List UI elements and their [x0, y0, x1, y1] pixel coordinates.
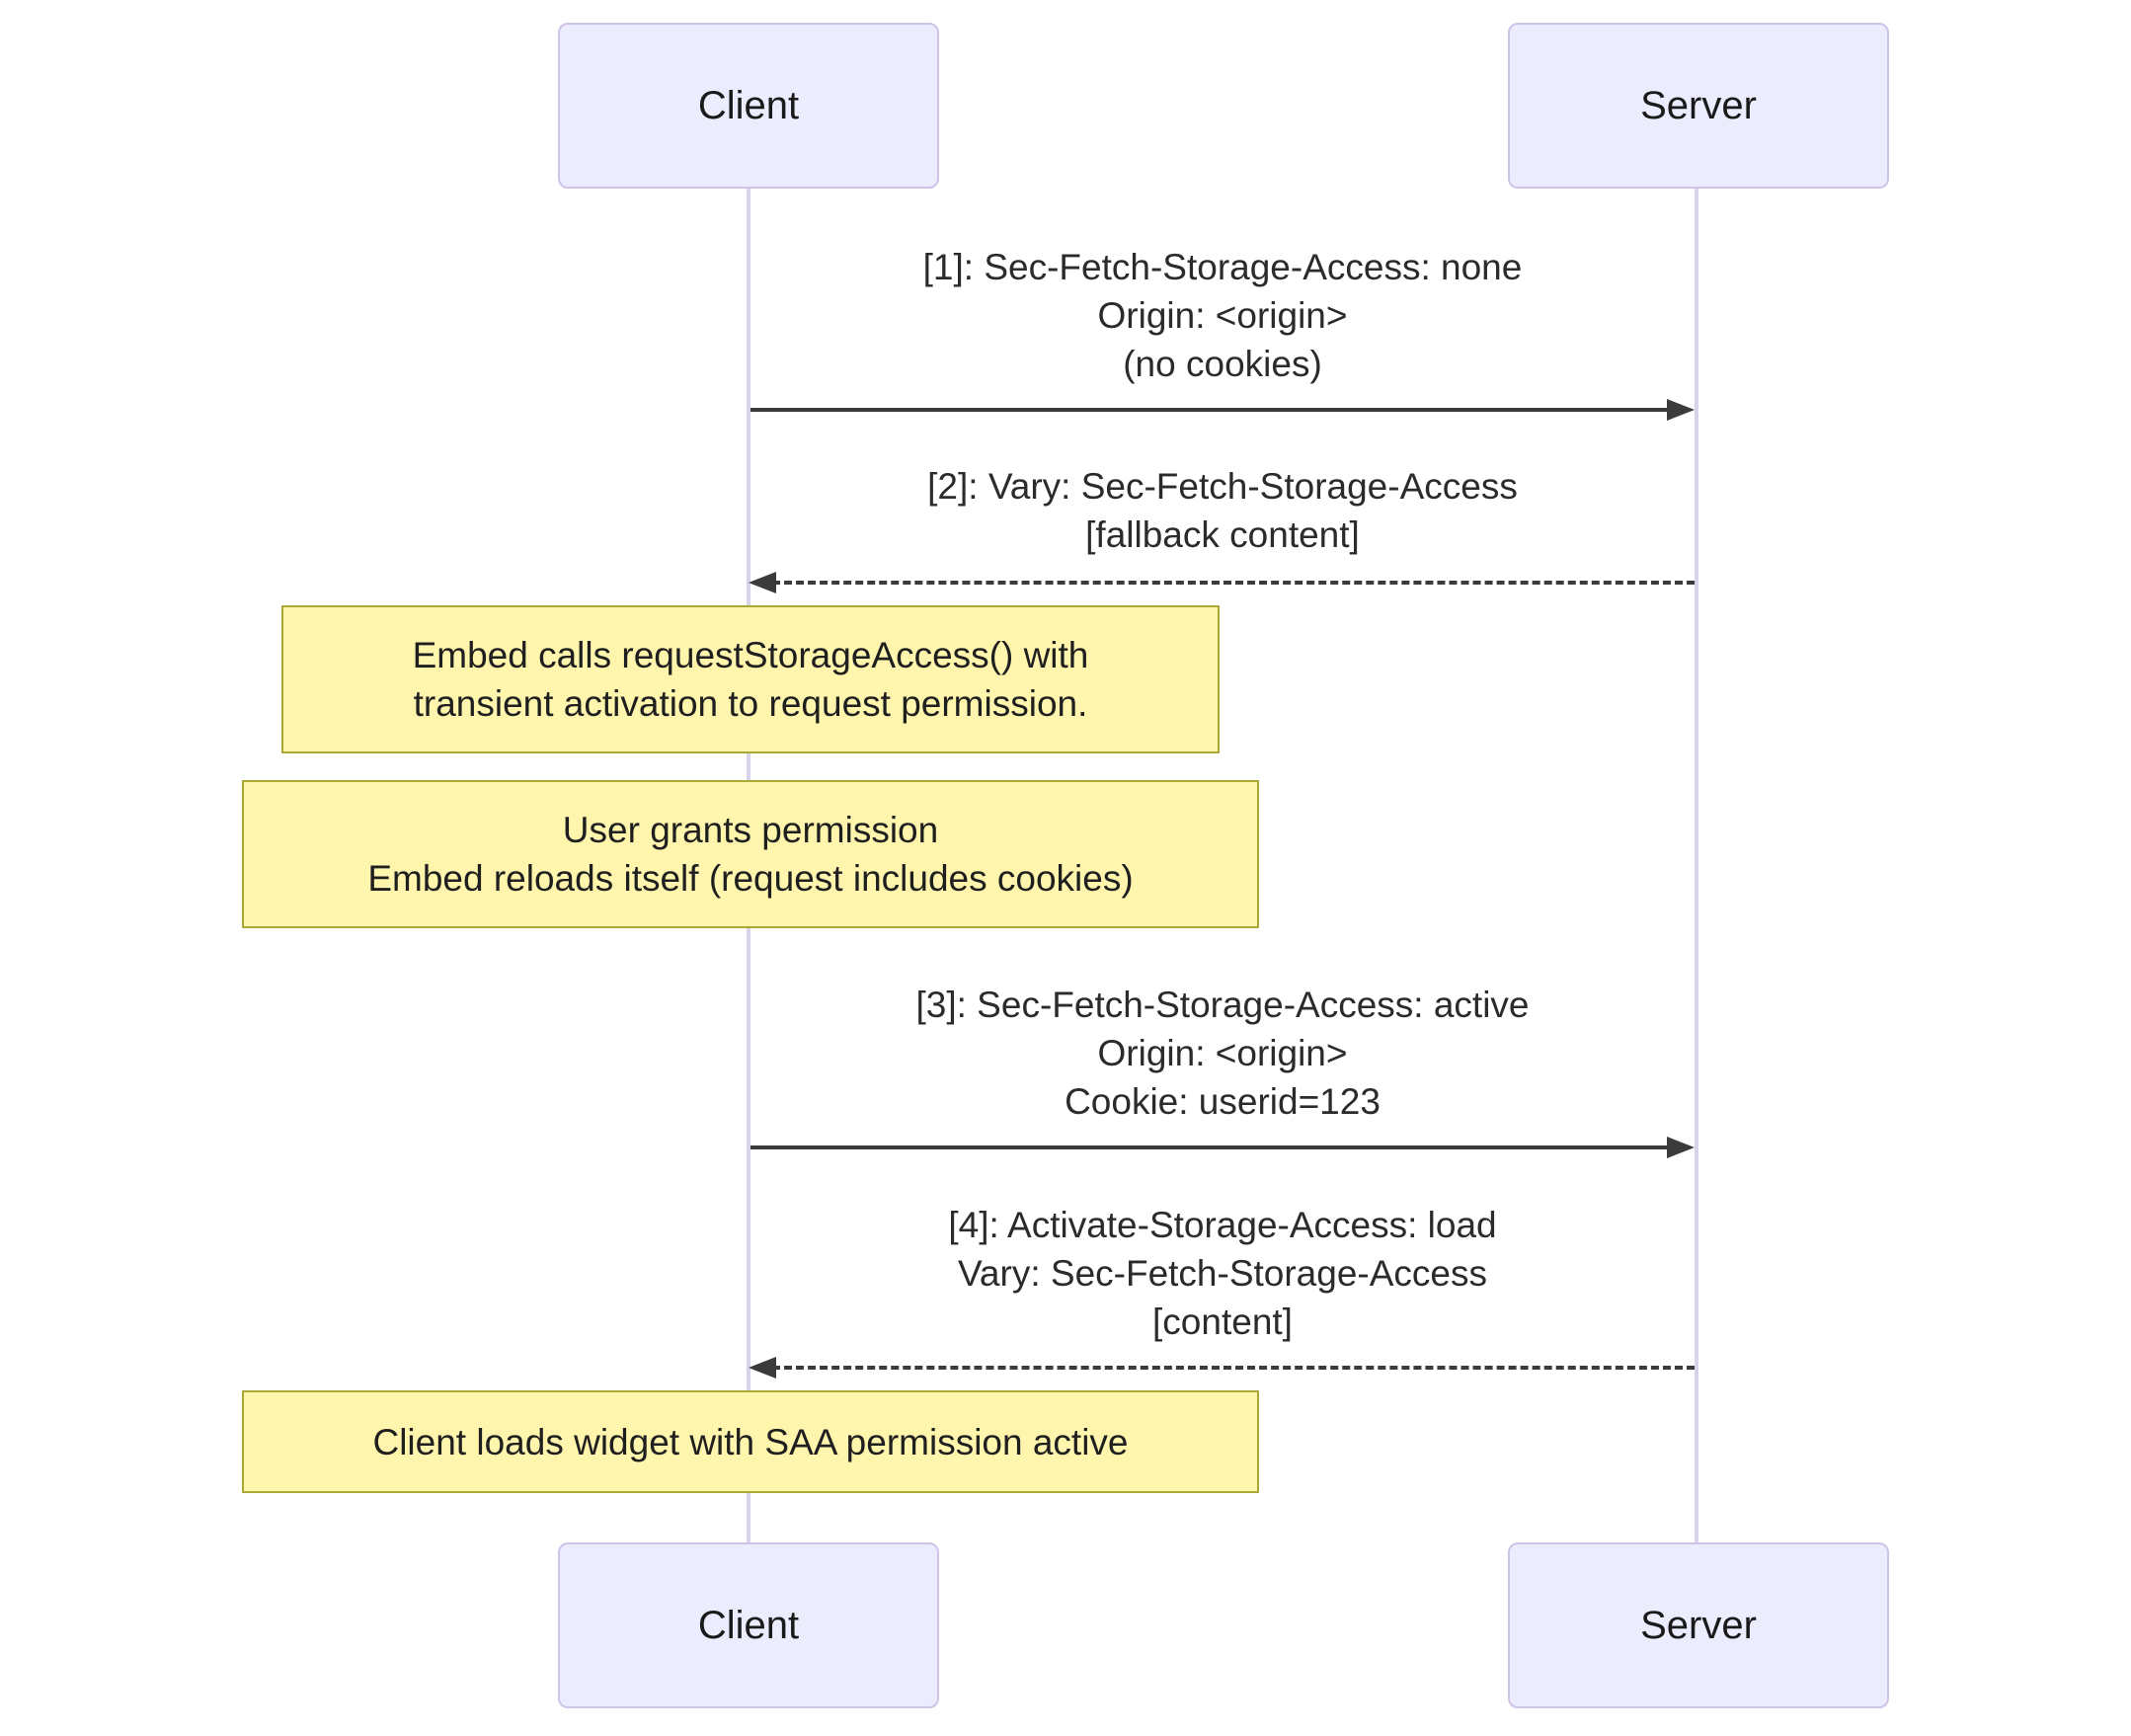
message-4-label: [4]: Activate-Storage-Access: load Vary:…: [768, 1201, 1677, 1346]
message-2-label: [2]: Vary: Sec-Fetch-Storage-Access [fal…: [768, 462, 1677, 559]
message-3-label: [3]: Sec-Fetch-Storage-Access: active Or…: [768, 981, 1677, 1126]
message-line: Origin: <origin>: [1097, 295, 1348, 336]
message-1-label: [1]: Sec-Fetch-Storage-Access: none Orig…: [768, 243, 1677, 388]
message-line: Vary: Sec-Fetch-Storage-Access: [958, 1253, 1487, 1294]
message-line: [3]: Sec-Fetch-Storage-Access: active: [915, 985, 1530, 1025]
note-line: Embed reloads itself (request includes c…: [367, 858, 1134, 899]
note-line: Embed calls requestStorageAccess() with: [412, 635, 1089, 675]
note-line: transient activation to request permissi…: [413, 683, 1088, 724]
message-2-arrowhead-icon: [749, 572, 776, 593]
actor-server-top: Server: [1508, 23, 1889, 189]
message-line: [4]: Activate-Storage-Access: load: [948, 1205, 1497, 1245]
actor-server-bottom: Server: [1508, 1542, 1889, 1708]
message-line: (no cookies): [1123, 344, 1322, 384]
message-1-arrowhead-icon: [1667, 399, 1695, 421]
actor-label: Server: [1640, 1603, 1757, 1647]
note-client-loads-widget: Client loads widget with SAA permission …: [242, 1390, 1259, 1493]
message-line: Origin: <origin>: [1097, 1033, 1348, 1073]
message-line: [fallback content]: [1085, 514, 1360, 555]
note-user-grants-permission: User grants permission Embed reloads its…: [242, 780, 1259, 928]
message-1-arrow-line: [750, 408, 1673, 412]
actor-client-top: Client: [558, 23, 939, 189]
note-line: User grants permission: [562, 810, 939, 850]
note-request-storage-access: Embed calls requestStorageAccess() with …: [281, 605, 1220, 753]
actor-label: Client: [697, 1603, 800, 1647]
message-2-arrow-line: [772, 581, 1695, 585]
message-line: [1]: Sec-Fetch-Storage-Access: none: [922, 247, 1523, 287]
message-4-arrowhead-icon: [749, 1357, 776, 1379]
note-line: Client loads widget with SAA permission …: [372, 1421, 1129, 1462]
message-3-arrow-line: [750, 1145, 1673, 1149]
actor-label: Client: [697, 83, 800, 127]
message-4-arrow-line: [772, 1366, 1695, 1370]
message-line: [content]: [1152, 1302, 1293, 1342]
message-3-arrowhead-icon: [1667, 1137, 1695, 1158]
actor-client-bottom: Client: [558, 1542, 939, 1708]
actor-label: Server: [1640, 83, 1757, 127]
message-line: [2]: Vary: Sec-Fetch-Storage-Access: [927, 466, 1518, 507]
message-line: Cookie: userid=123: [1065, 1081, 1381, 1122]
server-lifeline: [1695, 189, 1698, 1543]
